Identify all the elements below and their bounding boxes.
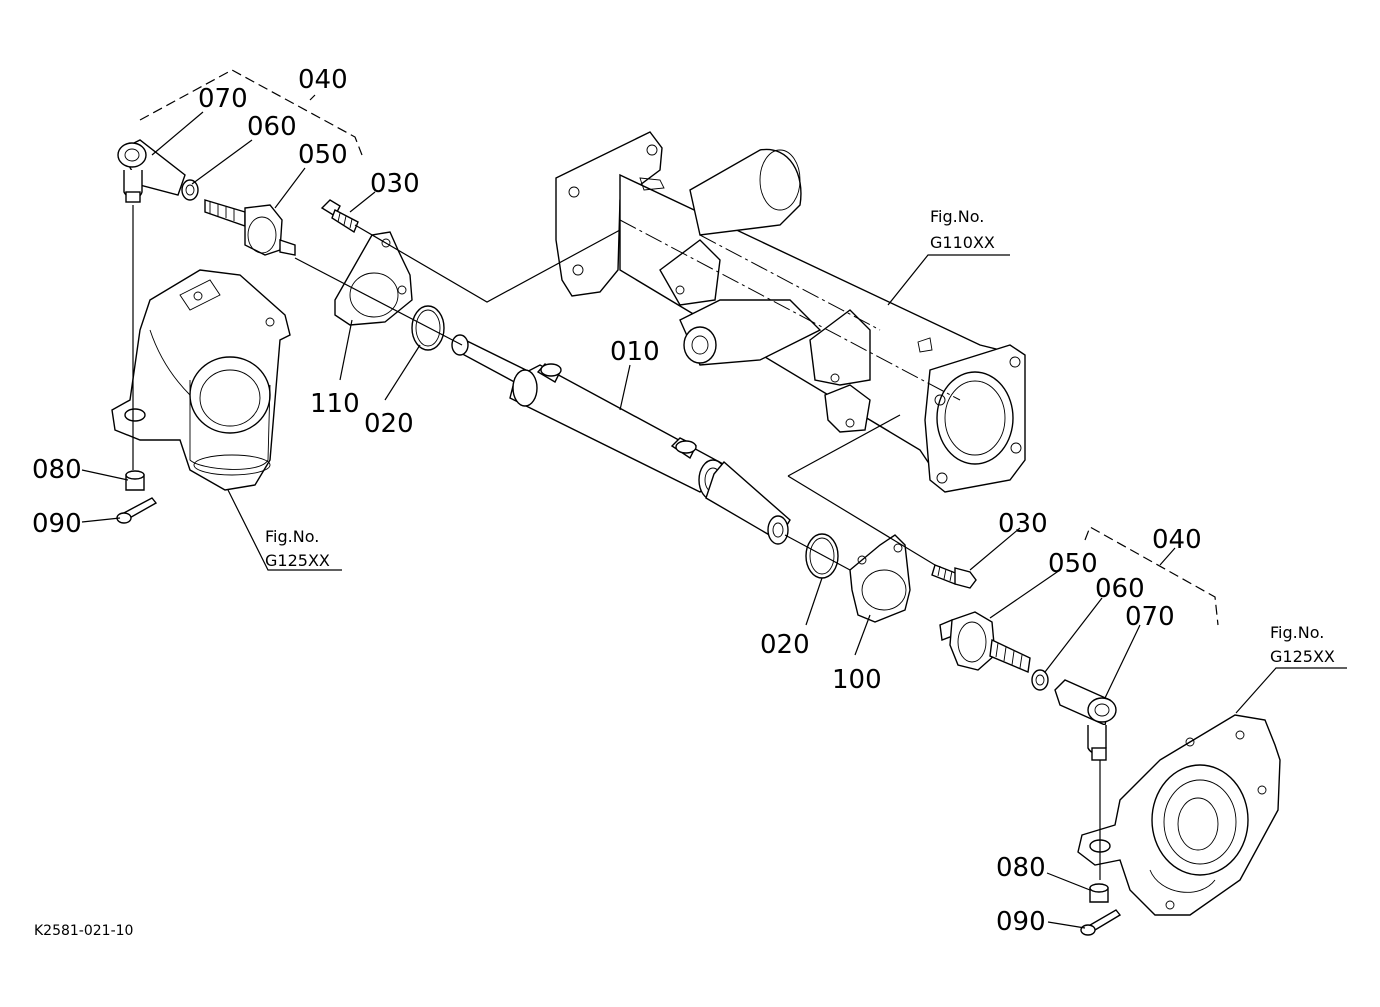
snap-ring-right [805, 533, 839, 579]
label-100: 100 [832, 665, 882, 695]
label-030-bottom: 030 [998, 509, 1048, 539]
plate-110 [334, 231, 413, 326]
tie-rod-end-right [1054, 679, 1117, 761]
snap-ring-left [411, 305, 445, 351]
right-case-leader [1235, 667, 1347, 714]
ball-joint-right [939, 611, 1031, 673]
label-070-top: 070 [198, 84, 248, 114]
label-060-top: 060 [247, 112, 297, 142]
label-090-right: 090 [996, 907, 1046, 937]
left-case-fig-code: G125XX [265, 551, 330, 570]
label-020-left: 020 [364, 409, 414, 439]
label-020-right: 020 [760, 630, 810, 660]
label-090-left: 090 [32, 509, 82, 539]
cotter-pin-left [116, 497, 158, 524]
ball-joint-left [204, 199, 296, 256]
label-080-left: 080 [32, 455, 82, 485]
label-060-bottom: 060 [1095, 574, 1145, 604]
left-knuckle-case [111, 269, 291, 491]
label-110: 110 [310, 389, 360, 419]
bolt-bottom [931, 564, 977, 589]
left-case-leader [227, 489, 342, 571]
castle-nut-left [125, 470, 145, 491]
steering-cylinder [451, 334, 791, 545]
label-080-right: 080 [996, 853, 1046, 883]
castle-nut-right [1089, 883, 1109, 903]
right-knuckle-case [1077, 714, 1281, 916]
axle-fig-label: Fig.No. [930, 207, 984, 226]
assembly-bracket-top [139, 69, 363, 156]
label-010: 010 [610, 337, 660, 367]
assembly-bracket-bottom [1084, 526, 1219, 626]
right-case-fig-label: Fig.No. [1270, 623, 1324, 642]
label-030-top: 030 [370, 169, 420, 199]
lock-nut-left [181, 179, 199, 201]
cotter-pin-right [1080, 909, 1122, 936]
left-case-fig-label: Fig.No. [265, 527, 319, 546]
bolt-top [320, 199, 359, 234]
axle-fig-code: G110XX [930, 233, 995, 252]
label-040-bottom: 040 [1152, 525, 1202, 555]
label-050-top: 050 [298, 140, 348, 170]
plate-100 [849, 534, 911, 623]
label-070-bottom: 070 [1125, 602, 1175, 632]
tie-rod-end-left [117, 139, 186, 203]
right-case-fig-code: G125XX [1270, 647, 1335, 666]
drawing-code: K2581-021-10 [34, 923, 133, 939]
label-040-top: 040 [298, 65, 348, 95]
front-axle-housing [555, 131, 1026, 493]
lock-nut-right [1031, 669, 1049, 691]
label-050-bottom: 050 [1048, 549, 1098, 579]
